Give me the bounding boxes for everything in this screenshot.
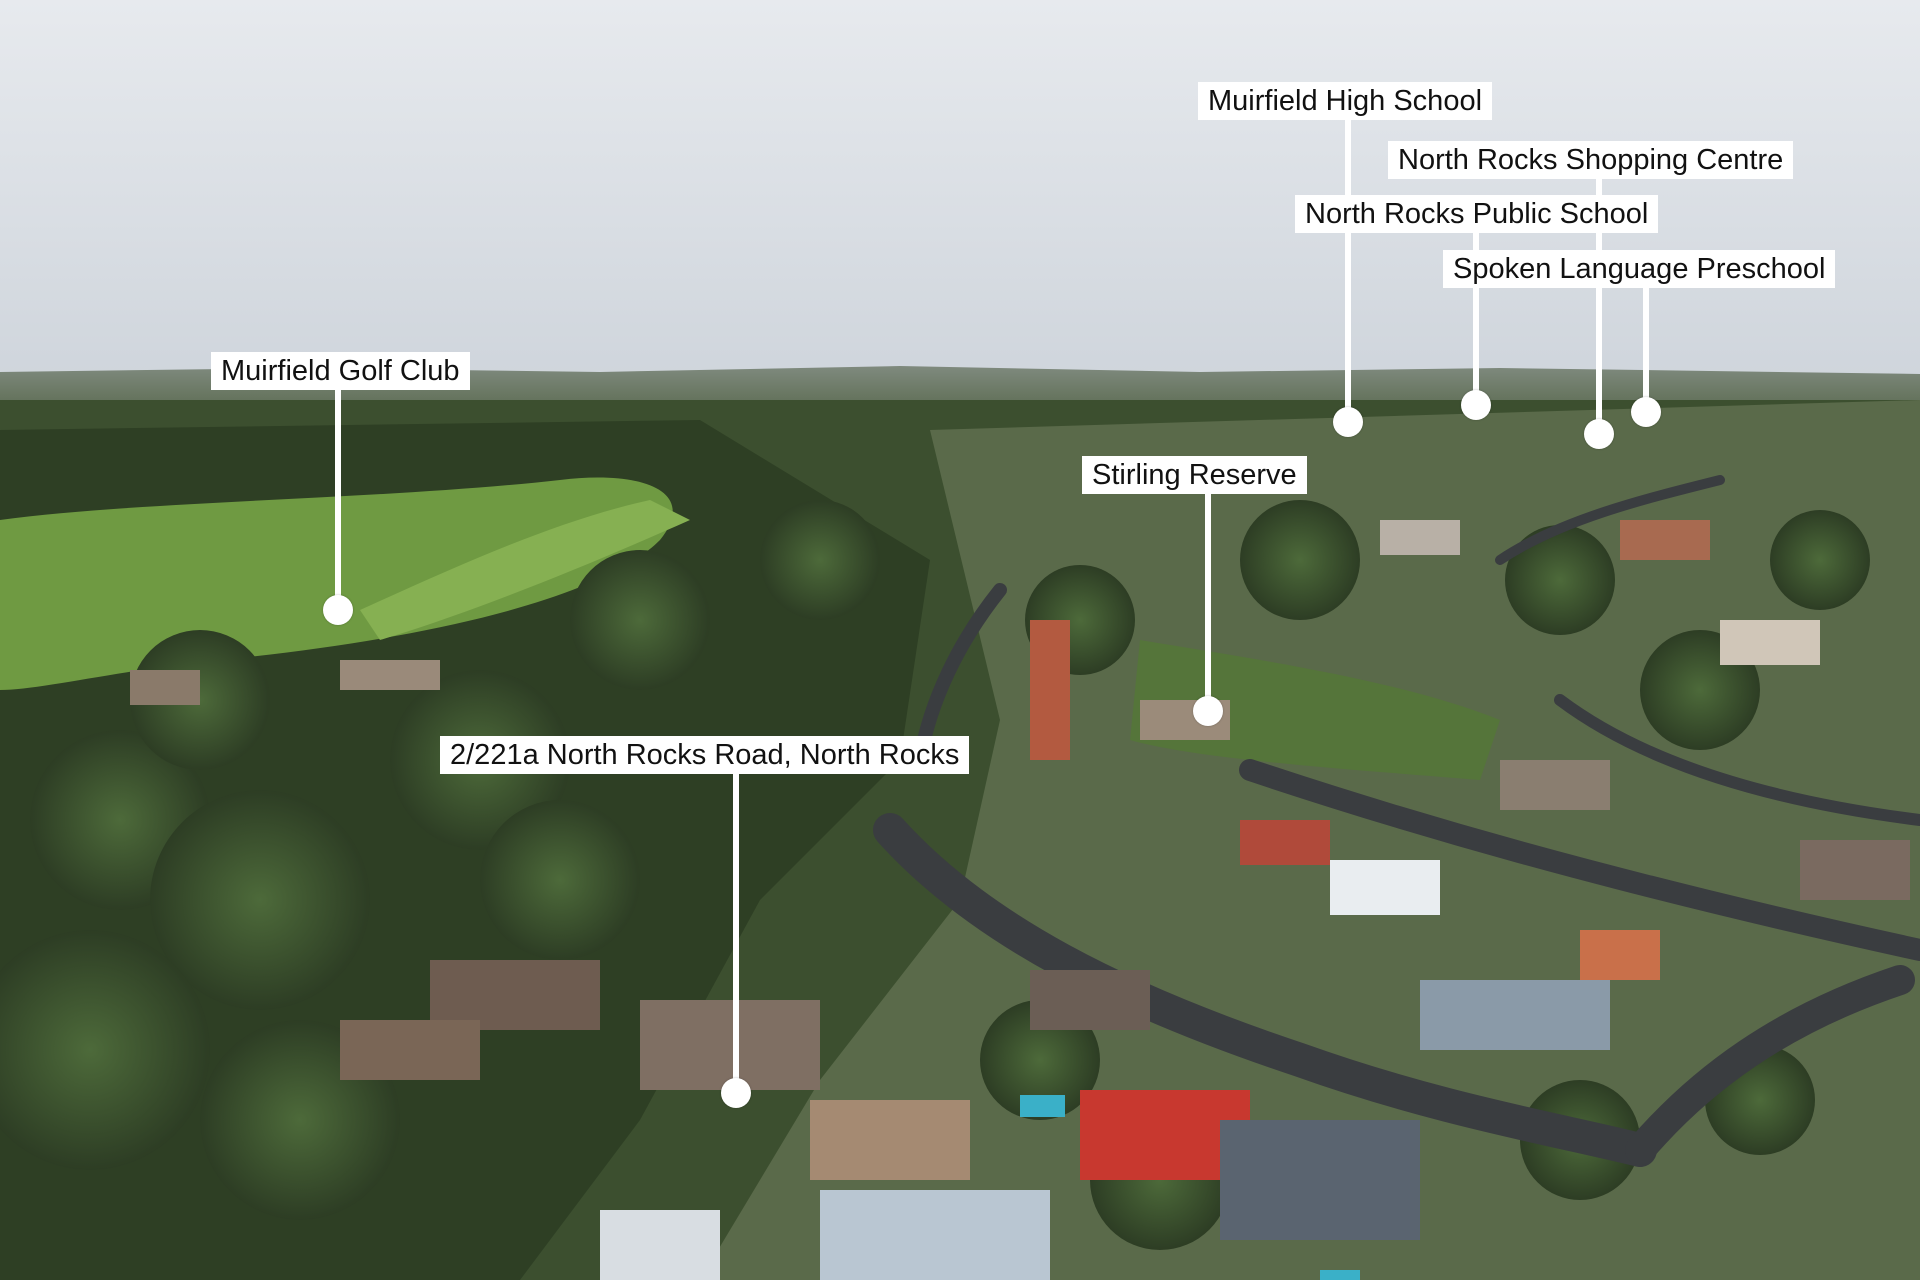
stirling-reserve-leader-line xyxy=(1205,494,1211,711)
property-marker-dot xyxy=(721,1078,751,1108)
north-rocks-shopping-centre-label: North Rocks Shopping Centre xyxy=(1388,141,1794,179)
muirfield-golf-club-label: Muirfield Golf Club xyxy=(211,352,470,390)
muirfield-high-school-label: Muirfield High School xyxy=(1198,82,1493,120)
roads xyxy=(873,475,1920,1167)
north-rocks-shopping-centre-leader-line xyxy=(1596,179,1602,434)
muirfield-high-school-leader-line xyxy=(1345,120,1351,422)
pool xyxy=(1320,1270,1360,1280)
sky xyxy=(0,0,1920,380)
reserve-field xyxy=(1130,640,1500,780)
muirfield-golf-club-leader-line xyxy=(335,390,341,610)
property-label: 2/221a North Rocks Road, North Rocks xyxy=(440,736,970,774)
spoken-language-preschool-leader-line xyxy=(1643,288,1649,412)
north-rocks-public-school-label: North Rocks Public School xyxy=(1295,195,1659,233)
muirfield-golf-club-marker-dot xyxy=(323,595,353,625)
stirling-reserve-marker-dot xyxy=(1193,696,1223,726)
spoken-language-preschool-marker-dot xyxy=(1631,397,1661,427)
golf-fairway xyxy=(360,500,690,640)
north-rocks-public-school-leader-line xyxy=(1473,233,1479,405)
pool xyxy=(1020,1095,1065,1117)
north-rocks-shopping-centre-marker-dot xyxy=(1584,419,1614,449)
property-leader-line xyxy=(733,774,739,1093)
spoken-language-preschool-label: Spoken Language Preschool xyxy=(1443,250,1836,288)
stirling-reserve-label: Stirling Reserve xyxy=(1082,456,1307,494)
muirfield-high-school-marker-dot xyxy=(1333,407,1363,437)
north-rocks-public-school-marker-dot xyxy=(1461,390,1491,420)
tree-clusters xyxy=(0,500,1870,1250)
houses xyxy=(130,520,1910,1280)
